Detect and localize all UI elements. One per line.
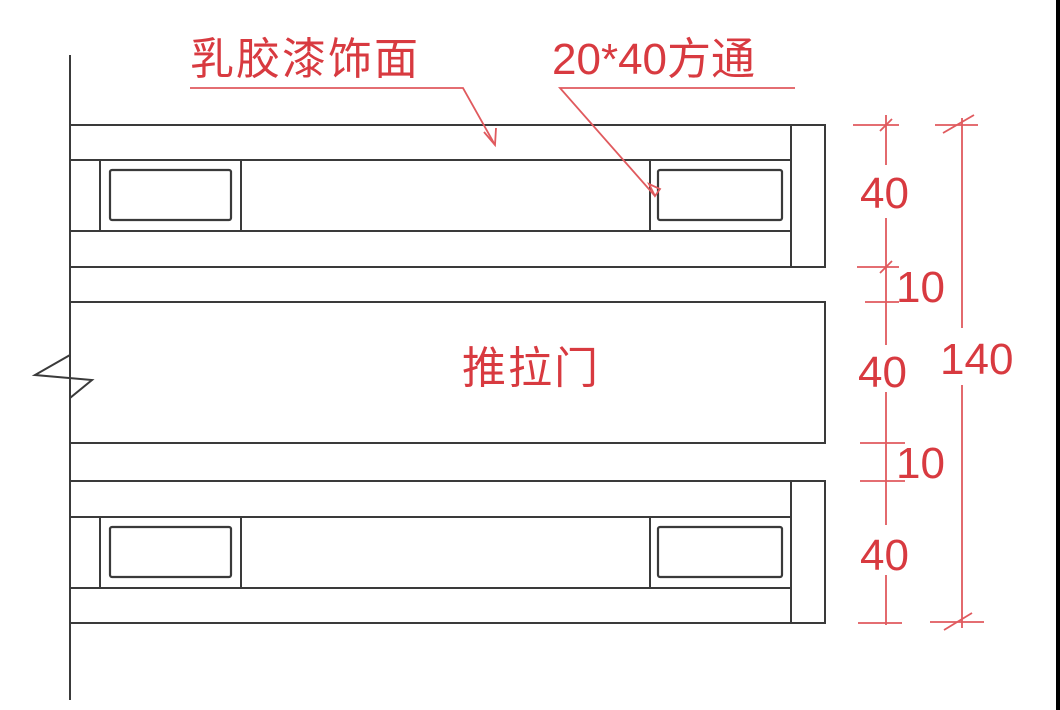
top-frame [69, 124, 826, 268]
dimension-chain [853, 115, 905, 625]
square-tube-bottom-right [649, 517, 784, 588]
square-tube-top-right [649, 160, 784, 231]
dim-segment-5: 40 [860, 531, 909, 580]
dim-segment-2: 10 [896, 263, 945, 312]
dim-total: 140 [940, 335, 1014, 384]
dimension-total [930, 114, 984, 631]
wall-line [31, 55, 95, 700]
finish-label: 乳胶漆饰面 [190, 34, 420, 85]
leader-tube [558, 87, 795, 198]
square-tube-top-left [99, 160, 242, 231]
bottom-frame [69, 480, 826, 624]
tube-label: 20*40方通 [552, 38, 755, 82]
dim-segment-1: 40 [860, 169, 909, 218]
square-tube-bottom-left [99, 517, 242, 588]
tube-label-text: 20*40方通 [552, 35, 756, 84]
door-label: 推拉门 [462, 343, 600, 394]
sliding-door [69, 301, 826, 444]
dim-segment-3: 40 [858, 348, 907, 397]
dim-segment-4: 10 [896, 439, 945, 488]
leader-finish [190, 87, 497, 148]
right-edge-border [1056, 0, 1060, 710]
